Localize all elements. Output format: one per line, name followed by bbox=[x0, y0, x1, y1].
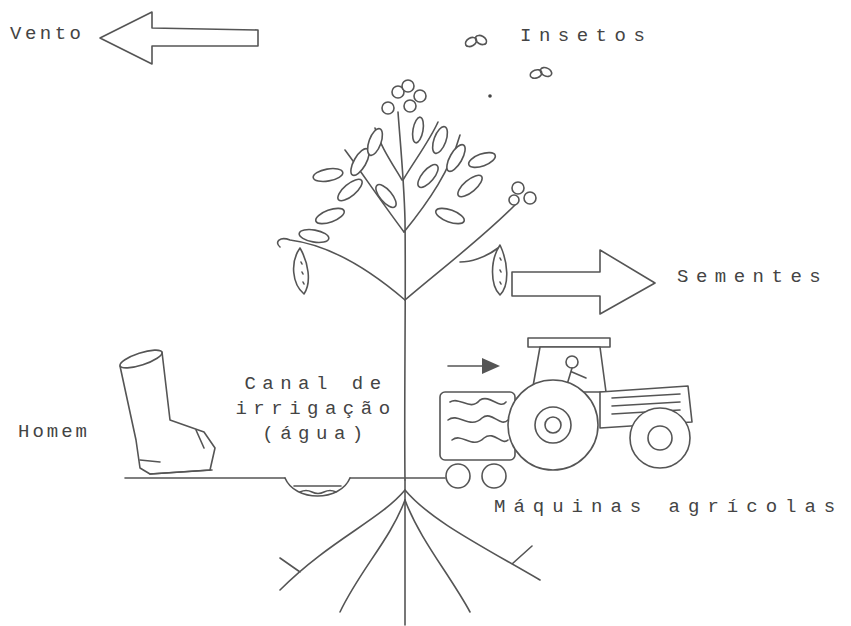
plant-label: Sementes bbox=[677, 265, 828, 290]
leaf bbox=[434, 205, 466, 227]
insect bbox=[474, 34, 488, 47]
trailer-load bbox=[448, 399, 508, 443]
seed-pod bbox=[493, 245, 507, 295]
seed-pod bbox=[294, 248, 309, 294]
plant-label: Máquinas agrícolas bbox=[494, 495, 843, 520]
flower bbox=[524, 192, 536, 204]
leaf bbox=[372, 181, 399, 210]
plant-root bbox=[405, 500, 470, 612]
boot bbox=[140, 430, 212, 474]
boot bbox=[118, 346, 164, 371]
tractor-wheel bbox=[648, 426, 672, 450]
dot bbox=[488, 94, 492, 98]
flower bbox=[512, 182, 524, 194]
flower bbox=[509, 195, 519, 205]
plant-branch bbox=[460, 248, 498, 262]
leaf bbox=[312, 166, 344, 183]
tractor-roof bbox=[528, 338, 610, 347]
plant-label: Canal de irrigação (água) bbox=[226, 372, 406, 447]
plant-root bbox=[280, 490, 405, 590]
leaf bbox=[335, 176, 366, 204]
tractor-wheel bbox=[630, 408, 690, 468]
leaf bbox=[298, 227, 330, 244]
flower bbox=[382, 102, 394, 114]
leaf bbox=[411, 116, 425, 143]
trailer-wheel bbox=[446, 464, 470, 488]
leaf bbox=[467, 150, 497, 171]
small-arrow bbox=[448, 365, 486, 367]
plant-branch bbox=[405, 205, 515, 300]
leaf bbox=[430, 125, 451, 155]
tractor-wheel bbox=[508, 380, 598, 470]
water bbox=[294, 486, 341, 494]
seed-pod bbox=[301, 262, 304, 284]
leaf bbox=[414, 161, 441, 190]
tractor-wheel bbox=[545, 417, 561, 433]
flower bbox=[404, 100, 416, 112]
tractor-driver bbox=[566, 356, 578, 368]
leaf bbox=[365, 127, 386, 157]
flower bbox=[402, 80, 414, 92]
tractor-wheel bbox=[535, 407, 571, 443]
trailer-wheel bbox=[482, 464, 506, 488]
irrigation-canal bbox=[285, 478, 350, 496]
insect bbox=[539, 66, 553, 78]
seed-pod bbox=[500, 258, 501, 284]
leaf bbox=[455, 172, 486, 200]
plant-root bbox=[340, 500, 405, 612]
trailer bbox=[440, 392, 515, 460]
plant-label: Homem bbox=[18, 420, 90, 445]
boot bbox=[120, 352, 215, 474]
leaf bbox=[314, 205, 346, 227]
small-arrow bbox=[482, 358, 500, 374]
flower bbox=[414, 90, 426, 102]
leaf bbox=[443, 142, 468, 174]
plant-branch bbox=[278, 239, 405, 300]
plant-label: Vento bbox=[10, 22, 85, 47]
wind-arrow bbox=[100, 12, 258, 64]
plant-label: Insetos bbox=[520, 24, 652, 49]
seeds-arrow bbox=[512, 250, 655, 314]
